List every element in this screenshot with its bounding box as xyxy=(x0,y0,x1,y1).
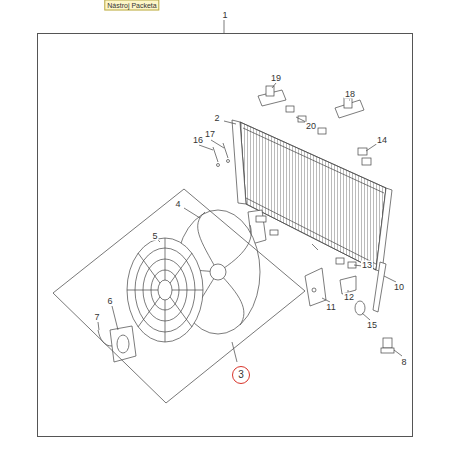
callout-number: 8 xyxy=(400,358,407,367)
frame-outline xyxy=(53,189,305,403)
callout-number: 13 xyxy=(361,261,373,270)
fan-assembly-frame: 3 xyxy=(53,189,305,403)
callout-number: 10 xyxy=(393,283,405,292)
frame-outline xyxy=(53,189,305,403)
callout-number: 3 xyxy=(232,366,250,384)
header-tag: Nástroj Packeta xyxy=(104,0,159,11)
callout-number: 1 xyxy=(222,11,227,20)
callout-number: 17 xyxy=(204,130,216,139)
callout-number: 14 xyxy=(376,136,388,145)
callout-number: 18 xyxy=(344,90,356,99)
callout-number: 7 xyxy=(93,313,100,322)
callout-number: 12 xyxy=(343,293,355,302)
callout-number: 4 xyxy=(174,200,181,209)
callout-number: 5 xyxy=(151,232,158,241)
callout-number: 11 xyxy=(325,303,336,312)
assembly-frame: 13 xyxy=(37,33,413,437)
callout-number: 19 xyxy=(270,74,282,83)
callout-number: 6 xyxy=(106,297,113,306)
callout-number: 15 xyxy=(366,321,378,330)
callout-number: 20 xyxy=(305,122,317,131)
callout-number: 2 xyxy=(213,114,220,123)
callout-number: 16 xyxy=(192,136,204,145)
